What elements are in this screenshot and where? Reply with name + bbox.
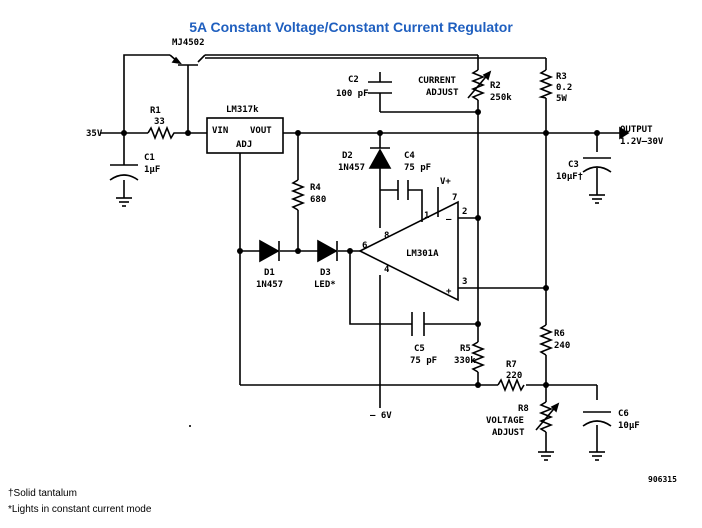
d1-name: D1 bbox=[264, 268, 275, 278]
opamp-noninverting-sign: + bbox=[446, 287, 452, 297]
lm317-name: LM317k bbox=[226, 105, 259, 115]
resistor-r6 bbox=[538, 324, 554, 356]
diode-d2 bbox=[368, 147, 392, 169]
c4-name: C4 bbox=[404, 151, 415, 161]
r4-value: 680 bbox=[310, 195, 326, 205]
c6-name: C6 bbox=[618, 409, 629, 419]
q1-name: MJ4502 bbox=[172, 38, 205, 48]
footnote-solid-tantalum: †Solid tantalum bbox=[8, 488, 77, 499]
lm317-pin-vout: VOUT bbox=[250, 126, 272, 136]
c1-name: C1 bbox=[144, 153, 155, 163]
opamp-lm301a-symbol bbox=[358, 200, 459, 302]
r3-name: R3 bbox=[556, 72, 567, 82]
c5-name: C5 bbox=[414, 344, 425, 354]
output-label: OUTPUT bbox=[620, 125, 653, 135]
d3-name: D3 bbox=[320, 268, 331, 278]
ground-r8 bbox=[538, 451, 554, 461]
negative-supply-label: – 6V bbox=[370, 411, 392, 421]
resistor-r5 bbox=[470, 341, 486, 373]
voltage-adjust-line2: ADJUST bbox=[492, 428, 525, 438]
c2-value: 100 pF bbox=[336, 89, 369, 99]
capacitor-c2 bbox=[368, 81, 392, 94]
opamp-pin-8: 8 bbox=[384, 231, 389, 241]
r5-value: 330k bbox=[454, 356, 476, 366]
resistor-r1 bbox=[147, 125, 176, 141]
r3-value: 0.2 bbox=[556, 83, 572, 93]
r4-name: R4 bbox=[310, 183, 321, 193]
d3-value: LED* bbox=[314, 280, 336, 290]
r6-name: R6 bbox=[554, 329, 565, 339]
resistor-r4 bbox=[290, 179, 306, 211]
transistor-q1-symbol bbox=[169, 54, 206, 70]
opamp-pin-6: 6 bbox=[362, 241, 367, 251]
potentiometer-r8 bbox=[535, 401, 560, 433]
opamp-pin-2: 2 bbox=[462, 207, 467, 217]
led-d3 bbox=[317, 239, 338, 263]
r1-value: 33 bbox=[154, 117, 165, 127]
diagram-title: 5A Constant Voltage/Constant Current Reg… bbox=[189, 19, 513, 35]
c3-name: C3 bbox=[568, 160, 579, 170]
r7-name: R7 bbox=[506, 360, 517, 370]
vplus-label: V+ bbox=[440, 177, 451, 187]
footnote-led: *Lights in constant current mode bbox=[8, 504, 152, 515]
d1-value: 1N457 bbox=[256, 280, 283, 290]
d2-value: 1N457 bbox=[338, 163, 365, 173]
lm317-pin-adj: ADJ bbox=[236, 140, 252, 150]
capacitor-c4 bbox=[397, 180, 409, 200]
diode-d1 bbox=[259, 239, 280, 263]
capacitor-c6 bbox=[582, 411, 612, 427]
r8-name: R8 bbox=[518, 404, 529, 414]
d2-name: D2 bbox=[342, 151, 353, 161]
c5-value: 75 pF bbox=[410, 356, 437, 366]
r3-power: 5W bbox=[556, 94, 567, 104]
voltage-adjust-line1: VOLTAGE bbox=[486, 416, 524, 426]
lm317-pin-vin: VIN bbox=[212, 126, 228, 136]
r2-name: R2 bbox=[490, 81, 501, 91]
part-number: 906315 bbox=[648, 475, 677, 484]
capacitor-c3 bbox=[582, 157, 612, 173]
lm317-regulator-box bbox=[206, 117, 284, 154]
resistor-r7 bbox=[497, 377, 525, 393]
ground-c3 bbox=[589, 194, 605, 204]
opamp-pin-1: 1 bbox=[424, 211, 429, 221]
wires bbox=[100, 54, 620, 452]
c6-value: 10μF bbox=[618, 421, 640, 431]
ground-c1 bbox=[116, 197, 132, 207]
c4-value: 75 pF bbox=[404, 163, 431, 173]
capacitor-c1 bbox=[109, 164, 139, 181]
r6-value: 240 bbox=[554, 341, 570, 351]
output-arrow-icon bbox=[619, 126, 630, 140]
r5-name: R5 bbox=[460, 344, 471, 354]
opamp-pin-4: 4 bbox=[384, 265, 390, 275]
output-range: 1.2V–30V bbox=[620, 137, 664, 147]
c3-value: 10μF† bbox=[556, 172, 583, 182]
r2-value: 250k bbox=[490, 93, 512, 103]
current-adjust-line2: ADJUST bbox=[426, 88, 459, 98]
input-voltage-label: 35V bbox=[86, 129, 103, 139]
capacitor-c5 bbox=[411, 312, 425, 336]
opamp-pin-3: 3 bbox=[462, 277, 467, 287]
opamp-inverting-sign: – bbox=[446, 215, 452, 225]
r7-value: 220 bbox=[506, 371, 522, 381]
opamp-pin-7: 7 bbox=[452, 193, 457, 203]
c1-value: 1μF bbox=[144, 165, 160, 175]
potentiometer-r2 bbox=[467, 69, 492, 101]
current-adjust-line1: CURRENT bbox=[418, 76, 457, 86]
junction-dots bbox=[121, 109, 600, 388]
resistor-r3 bbox=[538, 69, 554, 99]
r1-name: R1 bbox=[150, 106, 161, 116]
opamp-name: LM301A bbox=[406, 249, 439, 259]
c2-name: C2 bbox=[348, 75, 359, 85]
ground-c6 bbox=[589, 451, 605, 461]
